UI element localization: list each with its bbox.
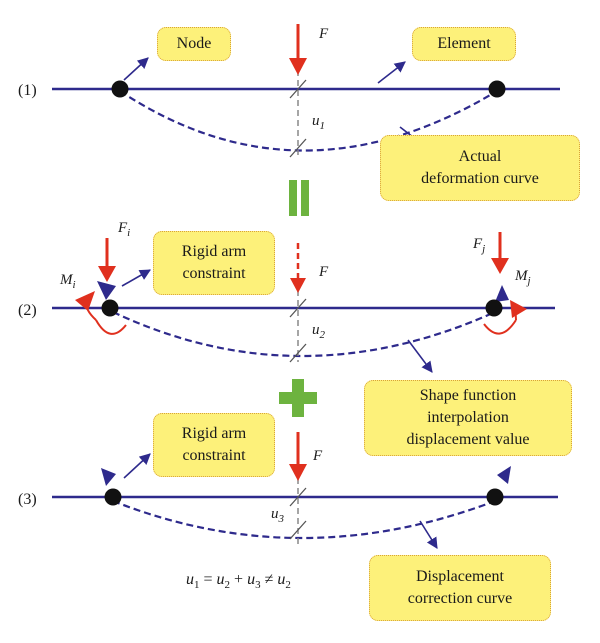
label-rigid-2-line1: Rigid arm	[181, 243, 247, 260]
node-1-right	[488, 80, 506, 98]
label-shape-line3: displacement value	[406, 431, 530, 448]
label-element: Element	[412, 27, 516, 61]
moment-mi-arc	[95, 319, 127, 335]
displacement-u3: u3	[271, 506, 285, 525]
moment-mi-arc-tail	[84, 300, 97, 321]
node-1-left	[111, 80, 129, 98]
actual-deformation-curve	[119, 90, 498, 152]
rigid-arm-icon-2-left	[97, 281, 116, 300]
stage-label-3: (3)	[18, 491, 37, 508]
force-fj-label: Fj	[472, 236, 485, 255]
force-label-3: F	[312, 448, 323, 464]
force-fi-label: Fi	[117, 220, 130, 239]
section-tick-1b	[289, 138, 307, 158]
pointer-correction-curve	[419, 520, 438, 549]
equation: u1 = u2 + u3 ≠ u2	[186, 571, 291, 591]
force-label-1: F	[318, 26, 329, 42]
label-rigid-2-line2: constraint	[182, 265, 246, 282]
pointer-rigid-arm-3	[123, 453, 151, 479]
rigid-arm-icon-2-right	[495, 285, 509, 302]
plus-icon	[279, 379, 317, 417]
rigid-arm-icon-3-right	[497, 466, 511, 484]
force-arrow-icon-1	[289, 58, 307, 75]
section-tick-2b	[289, 343, 307, 363]
stage-label-1: (1)	[18, 82, 37, 99]
section-tick-3a	[289, 487, 307, 507]
stage-label-2: (2)	[18, 302, 37, 319]
node-2-right	[485, 299, 503, 317]
moment-mj-label: Mj	[514, 268, 531, 287]
label-node-text: Node	[176, 35, 212, 52]
section-tick-1a	[289, 79, 307, 99]
label-actual-line2: deformation curve	[421, 170, 539, 187]
pointer-rigid-arm-2	[121, 269, 151, 287]
label-rigid-3-line1: Rigid arm	[181, 425, 247, 442]
pointer-element	[377, 61, 406, 84]
label-correction-line2: correction curve	[407, 590, 513, 607]
pointer-node	[123, 57, 149, 81]
force-fi-arrow-icon	[98, 266, 116, 282]
label-correction-curve: Displacement correction curve	[369, 555, 551, 621]
label-rigid-arm-2: Rigid arm constraint	[153, 231, 275, 295]
shape-function-curve	[112, 310, 496, 358]
node-3-left	[104, 488, 122, 506]
force-label-2: F	[318, 264, 329, 280]
node-2-left	[101, 299, 119, 317]
section-tick-2a	[289, 298, 307, 318]
node-3-right	[486, 488, 504, 506]
equals-icon	[289, 180, 309, 216]
moment-mj-arc	[483, 319, 517, 335]
section-tick-3b	[289, 520, 307, 540]
label-shape-line1: Shape function	[419, 387, 517, 404]
label-correction-line1: Displacement	[416, 568, 504, 585]
force-fj-arrow-icon	[491, 258, 509, 274]
moment-mj-arrow-icon	[510, 300, 527, 318]
displacement-u1: u1	[312, 113, 325, 132]
moment-mi-label: Mi	[59, 272, 76, 291]
label-element-text: Element	[437, 35, 491, 52]
label-actual-line1: Actual	[458, 148, 502, 165]
label-shape-function: Shape function interpolation displacemen…	[364, 380, 572, 456]
label-shape-line2: interpolation	[427, 409, 509, 426]
pointer-shape-function	[407, 339, 433, 373]
displacement-correction-curve	[112, 499, 496, 540]
label-node: Node	[157, 27, 231, 61]
label-actual-curve: Actual deformation curve	[380, 135, 580, 201]
rigid-arm-icon-3-left	[101, 468, 116, 486]
label-rigid-arm-3: Rigid arm constraint	[153, 413, 275, 477]
displacement-u2: u2	[312, 322, 326, 341]
force-arrow-icon-2	[290, 278, 306, 293]
label-rigid-3-line2: constraint	[182, 447, 246, 464]
force-arrow-icon-3	[289, 464, 307, 481]
